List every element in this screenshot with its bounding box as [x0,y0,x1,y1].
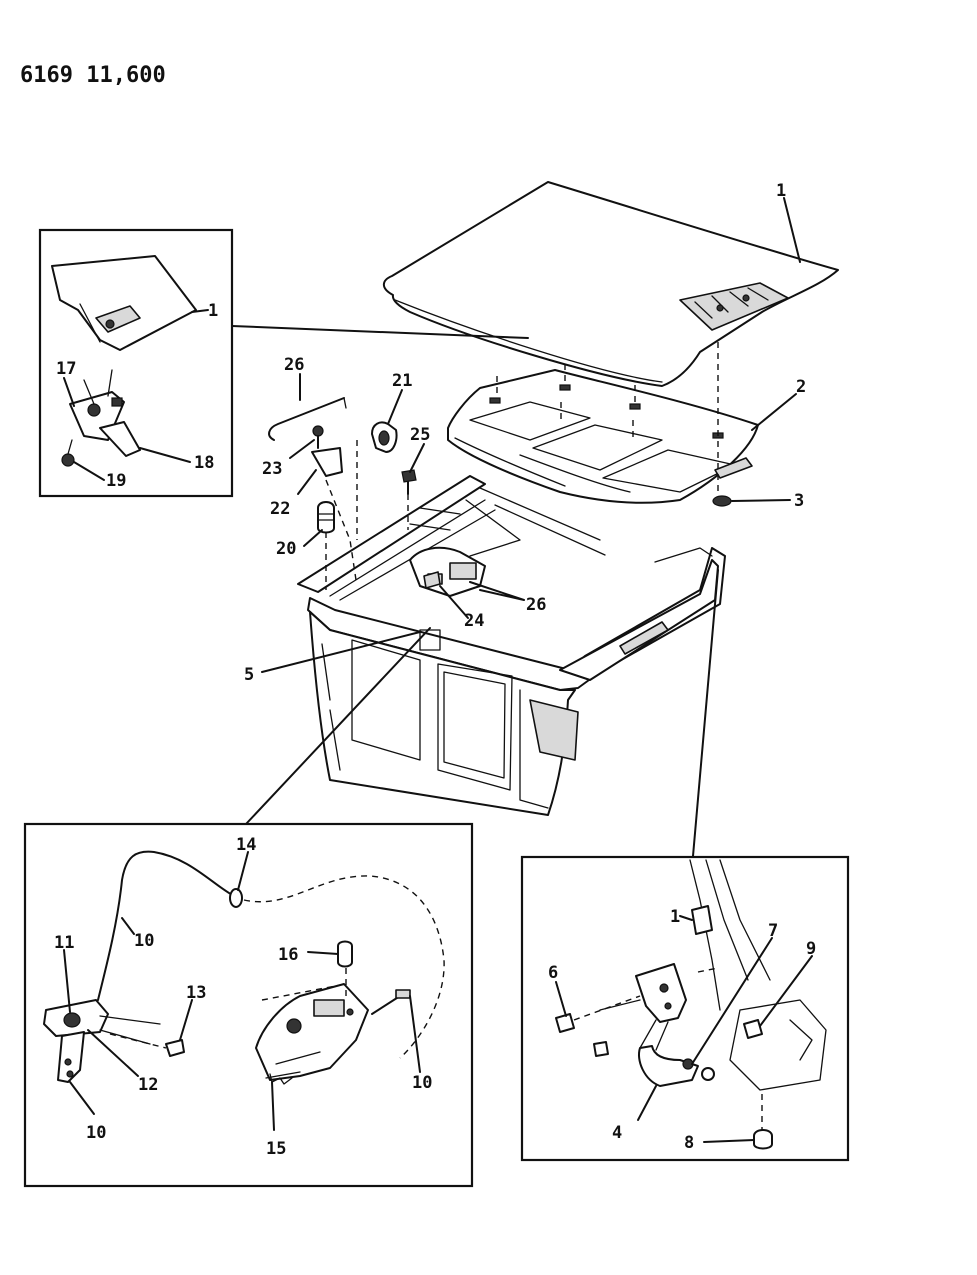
inset-cable-box [23,822,474,1188]
part-label-11: 11 [54,933,74,953]
part-label-10-handle: 10 [86,1123,106,1143]
prop-rod-clip-21 [356,421,398,540]
part-label-17: 17 [56,359,76,379]
bumper-25 [401,469,417,530]
screw-23 [312,425,324,449]
part-label-23: 23 [262,459,282,479]
part-label-18: 18 [194,453,214,473]
part-label-24: 24 [464,611,484,631]
clip-24 [423,571,441,589]
inset-latch-box [38,228,234,498]
part-label-1-hood: 1 [776,181,786,201]
part-label-9: 9 [806,939,816,959]
part-label-14: 14 [236,835,256,855]
inset-hinge-leaders [555,915,813,1143]
part-label-25: 25 [410,425,430,445]
inset-latch-detail [51,255,197,467]
part-label-16: 16 [278,945,298,965]
part-label-22: 22 [270,499,290,519]
prop-rod-26 [268,397,347,441]
inset-hinge-box [520,855,850,1162]
part-label-10-cable: 10 [134,931,154,951]
part-label-7: 7 [768,921,778,941]
leader-hinge-box [692,569,719,857]
part-label-4: 4 [612,1123,622,1143]
part-label-8: 8 [684,1133,694,1153]
inset-leader-hood [231,325,529,339]
inset-hinge-detail [555,859,827,1150]
inset-latch-leaders [63,309,209,481]
part-label-13: 13 [186,983,206,1003]
part-label-3: 3 [794,491,804,511]
part-label-19: 19 [106,471,126,491]
label-leaders [261,197,801,673]
part-label-12: 12 [138,1075,158,1095]
part-label-15: 15 [266,1139,286,1159]
hood-panel [382,181,839,387]
radiator-support [297,475,726,816]
part-label-20: 20 [276,539,296,559]
part-label-5: 5 [244,665,254,685]
diagram-code: 6169 11,600 [20,63,166,88]
part-label-26-clips: 26 [526,595,546,615]
part-label-6: 6 [548,963,558,983]
hood-insulator [447,364,759,504]
leader-cable-box [245,627,431,825]
inset-cable-leaders [63,851,421,1131]
part-label-1-inset-latch: 1 [208,301,218,321]
part-label-10-latch: 10 [412,1073,432,1093]
part-label-1-inset-hinge: 1 [670,907,680,927]
inset-cable-detail [43,850,445,1085]
part-label-26-prop-rod: 26 [284,355,304,375]
part-label-21: 21 [392,371,412,391]
bracket-22 [311,447,357,581]
part-label-2: 2 [796,377,806,397]
